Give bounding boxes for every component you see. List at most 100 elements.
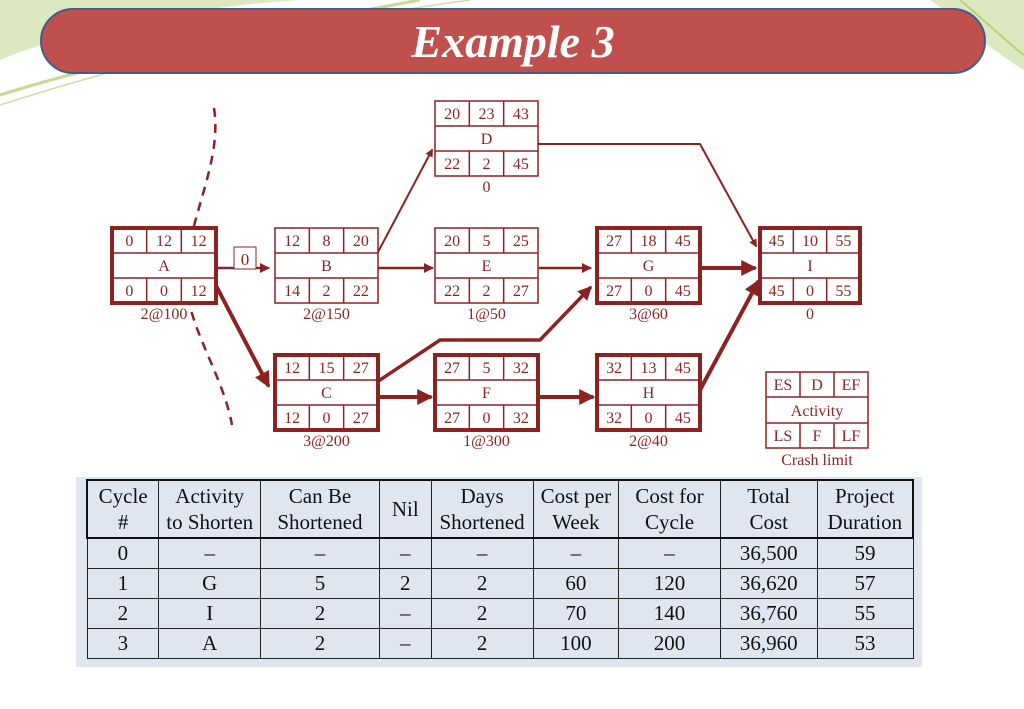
- table-cell: 2: [430, 628, 534, 659]
- table-cell: 59: [816, 537, 914, 569]
- node-activity: F: [482, 385, 491, 402]
- legend-f: F: [813, 428, 822, 445]
- node-activity: G: [643, 258, 655, 275]
- node-es: 45: [769, 233, 785, 250]
- node-activity: E: [482, 258, 492, 275]
- table-cell: –: [158, 537, 262, 569]
- node-lf: 45: [675, 410, 691, 427]
- node-ef: 45: [675, 233, 691, 250]
- node-ef: 32: [513, 360, 529, 377]
- table-cell: 36,500: [719, 537, 818, 569]
- table-cell: 0: [86, 537, 160, 569]
- node-crash-limit: 2@150: [303, 306, 350, 323]
- node-lf: 32: [513, 410, 529, 427]
- col-header-line: Total: [747, 484, 791, 508]
- col-header-line: Shortened: [439, 510, 525, 534]
- table-cell: –: [260, 537, 380, 569]
- col-header-line: Duration: [827, 510, 903, 534]
- col-header-line: #: [117, 510, 129, 534]
- col-header-line: Nil: [391, 497, 419, 521]
- table-cell: 2: [86, 598, 160, 629]
- node-ef: 43: [513, 106, 529, 123]
- col-header-line: Days: [460, 484, 504, 508]
- node-f: 2: [483, 156, 491, 173]
- table-cell: 120: [618, 568, 721, 599]
- node-f: 0: [160, 283, 168, 300]
- node-f: 0: [483, 410, 491, 427]
- node-activity: H: [643, 385, 655, 402]
- node-ls: 27: [606, 283, 622, 300]
- node-activity: A: [158, 258, 170, 275]
- node-crash-limit: 1@300: [463, 433, 510, 450]
- node-f: 0: [645, 410, 653, 427]
- table-cell: –: [532, 537, 620, 569]
- col-header-line: Project: [835, 484, 895, 508]
- node-d: 13: [641, 360, 657, 377]
- table-cell: 2: [430, 598, 534, 629]
- col-header-line: Can Be: [288, 484, 352, 508]
- node-es: 12: [284, 233, 300, 250]
- edges: [210, 143, 760, 405]
- legend-activity: Activity: [791, 403, 843, 420]
- node-lf: 27: [513, 283, 529, 300]
- table-cell: 53: [816, 628, 914, 659]
- table-cell: 60: [532, 568, 620, 599]
- legend-ef: EF: [842, 377, 861, 394]
- table-cell: –: [378, 598, 432, 629]
- table-cell: 2: [430, 568, 534, 599]
- node-lf: 55: [835, 283, 851, 300]
- table-cell: –: [430, 537, 534, 569]
- col-header-line: Week: [552, 510, 600, 534]
- col-header: Cycle#: [86, 479, 160, 539]
- arrow-label-box: 0: [233, 246, 257, 270]
- table-cell: A: [158, 628, 262, 659]
- node-es: 12: [284, 360, 300, 377]
- col-header-line: Shortened: [277, 510, 363, 534]
- node-ef: 25: [513, 233, 529, 250]
- col-header-line: Cost for: [635, 484, 704, 508]
- node-f: 0: [323, 410, 331, 427]
- node-ls: 22: [444, 283, 460, 300]
- node-f: 0: [806, 283, 814, 300]
- col-header-line: to Shorten: [166, 510, 254, 534]
- table-cell: 100: [532, 628, 620, 659]
- node-crash-limit: 0: [806, 306, 814, 323]
- table-cell: 70: [532, 598, 620, 629]
- node-activity: D: [481, 131, 493, 148]
- node-lf: 12: [191, 283, 207, 300]
- table-cell: 57: [816, 568, 914, 599]
- arrow-label: 0: [241, 250, 250, 269]
- node-ef: 45: [675, 360, 691, 377]
- node-ls: 22: [444, 156, 460, 173]
- node-crash-limit: 0: [483, 179, 491, 196]
- table-cell: 36,620: [719, 568, 818, 599]
- edge-d-i: [537, 143, 757, 248]
- node-ls: 45: [769, 283, 785, 300]
- node-es: 20: [444, 106, 460, 123]
- col-header-line: Cost per: [540, 484, 612, 508]
- node-activity: I: [807, 258, 812, 275]
- node-d: 18: [641, 233, 657, 250]
- node-f: 2: [483, 283, 491, 300]
- node-ef: 20: [353, 233, 369, 250]
- col-header-line: Cycle: [98, 484, 148, 508]
- edge-h-i: [698, 279, 760, 392]
- table-cell: 5: [260, 568, 380, 599]
- node-ef: 27: [353, 360, 369, 377]
